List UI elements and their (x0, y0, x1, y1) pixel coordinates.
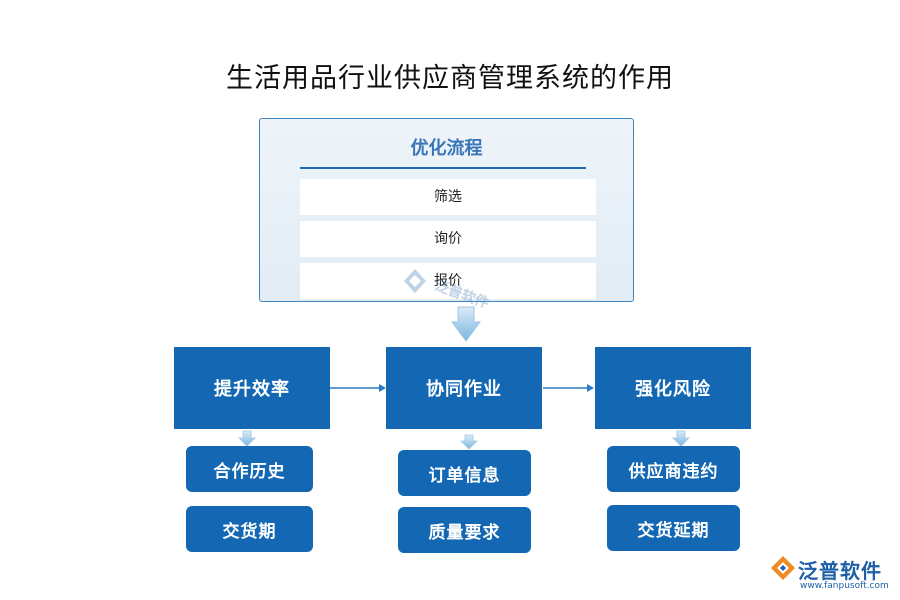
down-arrow-under-collaboration (460, 434, 478, 450)
diagram-title: 生活用品行业供应商管理系统的作用 (226, 63, 674, 94)
brand-logo: 泛普软件 www.fanpusoft.com (770, 553, 894, 595)
sub-box-cooperation-history: 合作历史 (186, 446, 313, 492)
box-strengthen-risk: 强化风险 (595, 347, 751, 429)
box-collaboration: 协同作业 (386, 347, 542, 429)
sub-box-delivery-period: 交货期 (186, 506, 313, 552)
box-improve-efficiency: 提升效率 (174, 347, 330, 429)
down-arrow-under-risk (672, 430, 690, 447)
down-arrow-under-efficiency (238, 430, 256, 447)
brand-logo-name: 泛普软件 (798, 559, 882, 583)
sub-box-supplier-default: 供应商违约 (607, 446, 740, 492)
process-item-quotation: 报价 (300, 263, 596, 299)
sub-box-quality-requirements: 质量要求 (398, 507, 531, 553)
watermark-logo: 泛普软件 (400, 266, 491, 312)
watermark-logo-icon (404, 269, 426, 293)
brand-logo-url: www.fanpusoft.com (800, 581, 889, 591)
optimize-process-panel: 优化流程 筛选 询价 报价 (259, 118, 634, 302)
down-arrow-panel-to-collaboration (451, 306, 481, 342)
sub-box-delivery-delay: 交货延期 (607, 505, 740, 551)
right-arrow-collaboration-to-risk (543, 384, 594, 392)
right-arrow-efficiency-to-collaboration (330, 384, 386, 392)
brand-logo-icon (771, 556, 795, 580)
panel-divider (300, 167, 586, 169)
sub-box-order-info: 订单信息 (398, 450, 531, 496)
panel-title: 优化流程 (410, 138, 483, 159)
process-item-screening: 筛选 (300, 179, 596, 215)
process-item-inquiry: 询价 (300, 221, 596, 257)
